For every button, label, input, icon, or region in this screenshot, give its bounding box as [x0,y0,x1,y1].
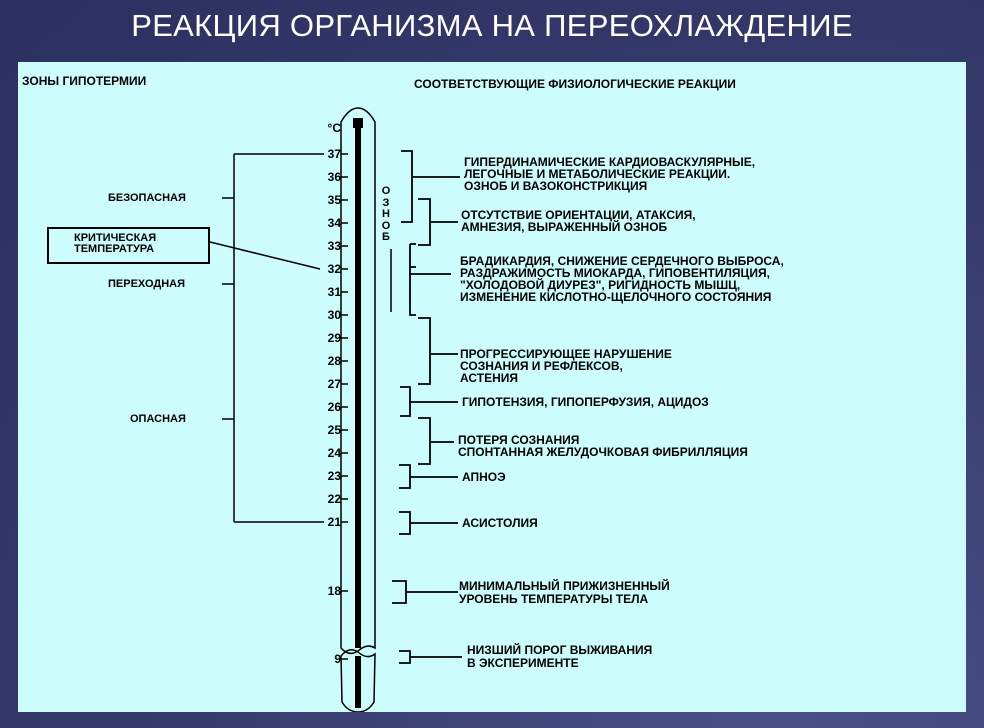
reaction-line: РАЗДРАЖИМОСТЬ МИОКАРДА, ГИПОВЕНТИЛЯЦИЯ, [460,266,770,280]
zone-transitional: ПЕРЕХОДНАЯ [108,278,186,290]
reaction-line: НИЗШИЙ ПОРОГ ВЫЖИВАНИЯ [467,643,653,657]
reaction-line: БРАДИКАРДИЯ, СНИЖЕНИЕ СЕРДЕЧНОГО ВЫБРОСА… [460,254,784,268]
scale-label: 26 [327,400,341,414]
scale-label: 18 [327,584,341,598]
reaction-line: АСИСТОЛИЯ [462,516,538,530]
scale-label: 27 [327,377,341,391]
scale-label: 31 [327,285,341,299]
shivering-label: О З Н О Б [381,185,391,243]
scale-label: 30 [327,308,341,322]
reaction-line: ПОТЕРЯ СОЗНАНИЯ [458,433,580,447]
scale-label: 9 [334,652,341,666]
scale-label: 37 [327,147,341,161]
scale-label: 33 [327,239,341,253]
reaction-line: ОЗНОБ И ВАЗОКОНСТРИКЦИЯ [464,179,648,193]
diagram-panel: ЗОНЫ ГИПОТЕРМИИ СООТВЕТСТВУЮЩИЕ ФИЗИОЛОГ… [18,62,966,712]
reaction-line: УРОВЕНЬ ТЕМПЕРАТУРЫ ТЕЛА [459,592,649,606]
scale-label: 21 [327,515,341,529]
slide-title: РЕАКЦИЯ ОРГАНИЗМА НА ПЕРЕОХЛАЖДЕНИЕ [131,8,853,43]
reaction-line: В ЭКСПЕРИМЕНТЕ [467,656,579,670]
scale-label: 34 [327,216,341,230]
reactions-header: СООТВЕТСТВУЮЩИЕ ФИЗИОЛОГИЧЕСКИЕ РЕАКЦИИ [414,77,736,91]
zones-header: ЗОНЫ ГИПОТЕРМИИ [22,74,147,88]
zone-safe: БЕЗОПАСНАЯ [108,192,186,204]
reaction-line: ПРОГРЕССИРУЮЩЕЕ НАРУШЕНИЕ [460,347,672,361]
unit-label: °C [327,121,341,135]
zone-critical-line2: ТЕМПЕРАТУРА [74,243,155,255]
scale-label: 36 [327,170,341,184]
reaction-line: ГИПЕРДИНАМИЧЕСКИЕ КАРДИОВАСКУЛЯРНЫЕ, [464,155,756,169]
scale-label: 35 [327,193,341,207]
reaction-line: МИНИМАЛЬНЫЙ ПРИЖИЗНЕННЫЙ [459,579,670,593]
diagram-lines [209,107,462,712]
scale-label: 29 [327,331,341,345]
reaction-line: ЛЕГОЧНЫЕ И МЕТАБОЛИЧЕСКИЕ РЕАКЦИИ. [464,167,731,181]
reaction-line: "ХОЛОДОВОЙ ДИУРЕЗ", РИГИДНОСТЬ МЫШЦ, [460,278,741,292]
reaction-line: АМНЕЗИЯ, ВЫРАЖЕННЫЙ ОЗНОБ [461,220,668,234]
scale-label: 23 [327,469,341,483]
reaction-line: ГИПОТЕНЗИЯ, ГИПОПЕРФУЗИЯ, АЦИДОЗ [462,395,709,409]
zone-critical-line1: КРИТИЧЕСКАЯ [74,232,157,244]
zone-dangerous: ОПАСНАЯ [130,413,186,425]
critical-temperature-box [47,227,210,264]
reaction-line: АПНОЭ [462,470,506,484]
scale-label: 28 [327,354,341,368]
scale-label: 32 [327,262,341,276]
reaction-line: ИЗМЕНЕНИЕ КИСЛОТНО-ЩЕЛОЧНОГО СОСТОЯНИЯ [460,290,772,304]
reaction-line: ОТСУТСТВИЕ ОРИЕНТАЦИИ, АТАКСИЯ, [461,208,696,222]
scale-label: 24 [327,446,341,460]
scale-label: 25 [327,423,341,437]
scale-label: 22 [327,492,341,506]
reaction-line: СОЗНАНИЯ И РЕФЛЕКСОВ, [460,359,623,373]
reaction-line: СПОНТАННАЯ ЖЕЛУДОЧКОВАЯ ФИБРИЛЛЯЦИЯ [458,445,748,459]
reaction-line: АСТЕНИЯ [460,371,518,385]
